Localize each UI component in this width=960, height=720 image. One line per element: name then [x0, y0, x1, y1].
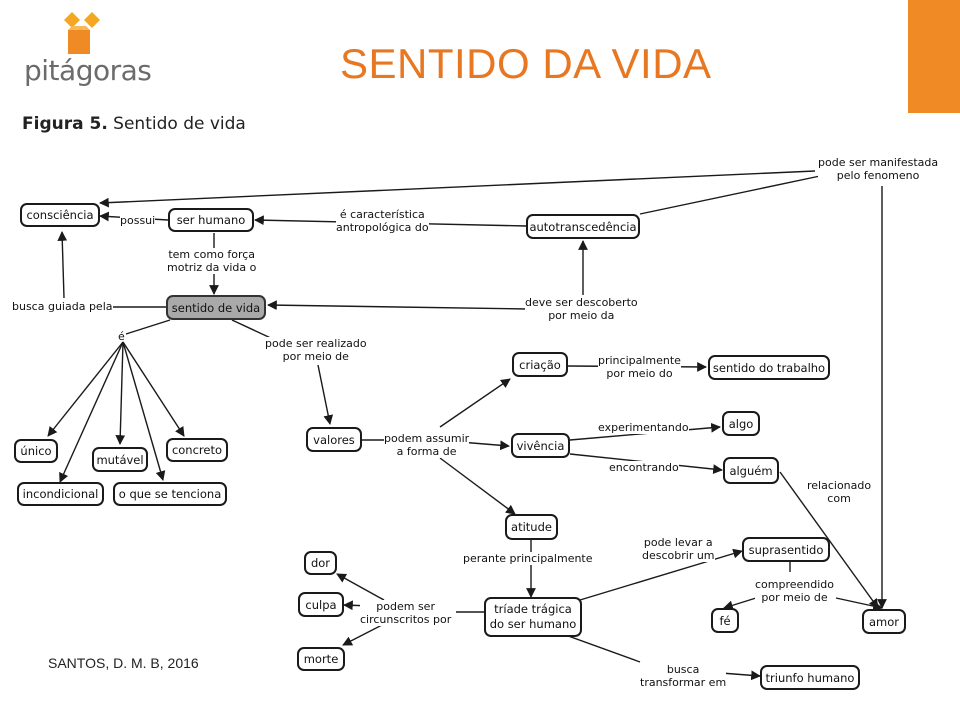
edge-realizado-valores	[317, 364, 334, 425]
node-morte: morte	[297, 647, 345, 671]
edge-triade-busca	[559, 632, 641, 663]
node-culpa: culpa	[298, 592, 344, 617]
node-suprasentido: suprasentido	[742, 537, 830, 562]
link-pode-ser-realizado: pode ser realizado por meio de	[265, 337, 367, 363]
link-caracteristica: é característica antropológica do	[336, 208, 429, 234]
node-incondicional: incondicional	[17, 482, 104, 506]
edge-compreendido-fe	[723, 597, 757, 611]
node-unico: único	[14, 439, 58, 463]
edge-e-mutavel	[115, 341, 126, 445]
link-busca-transformar: busca transformar em	[640, 663, 727, 689]
node-dor: dor	[304, 551, 337, 575]
node-alguem: alguém	[723, 457, 779, 484]
node-o-que-se-tenciona: o que se tenciona	[113, 482, 227, 506]
node-triade-tragica: tríade trágica do ser humano	[484, 597, 582, 637]
node-ser-humano: ser humano	[168, 208, 254, 232]
node-algo: algo	[722, 411, 760, 436]
edge-sentido-realizado	[231, 319, 276, 341]
node-atitude: atitude	[505, 514, 558, 540]
edge-e-unico	[47, 341, 124, 437]
link-relacionado-com: relacionado com	[807, 479, 872, 505]
accent-bar	[908, 0, 960, 113]
logo-wordmark: pitágoras	[24, 54, 152, 87]
edge-e-tenciona	[122, 341, 166, 481]
node-sentido-de-vida: sentido de vida	[166, 295, 266, 320]
node-sentido-do-trabalho: sentido do trabalho	[708, 355, 830, 380]
figure-caption: Figura 5. Sentido de vida	[22, 114, 246, 134]
edge-circ-dor	[336, 573, 385, 601]
edge-e-concreto	[122, 341, 185, 437]
edge-manifestada-consciencia	[99, 170, 816, 208]
link-possui: possui	[120, 214, 156, 227]
node-valores: valores	[306, 427, 362, 452]
link-tem-como-forca: tem como força motriz da vida o	[167, 248, 257, 274]
node-concreto: concreto	[166, 438, 228, 462]
link-busca-guiada: busca guiada pela	[12, 300, 113, 313]
edge-circ-morte	[342, 623, 385, 646]
edge-triade-supra	[579, 548, 743, 601]
node-vivencia: vivência	[511, 433, 570, 458]
edge-e-incondicional	[59, 341, 124, 483]
edge-compreendido-amor	[835, 597, 883, 611]
figure-title: Sentido de vida	[107, 114, 246, 134]
logo-mark-icon	[64, 12, 100, 54]
link-encontrando: encontrando	[609, 461, 679, 474]
edge-sentido-e	[125, 319, 171, 335]
node-fe: fé	[711, 608, 739, 633]
edge-descoberto-sentido	[267, 300, 529, 311]
figure-number: Figura 5.	[22, 114, 108, 134]
link-podem-ser-circunscritos: podem ser circunscritos por	[360, 600, 452, 626]
link-podem-assumir: podem assumir a forma de	[384, 432, 470, 458]
node-triunfo-humano: triunfo humano	[760, 665, 860, 690]
link-principalmente: principalmente por meio do	[598, 354, 681, 380]
pitagoras-logo: pitágoras	[24, 8, 154, 90]
link-deve-ser-descoberto: deve ser descoberto por meio da	[525, 296, 638, 322]
link-e: é	[118, 330, 125, 343]
source-citation: SANTOS, D. M. B, 2016	[48, 655, 199, 671]
edge-busca-consciencia	[57, 231, 68, 299]
link-experimentando: experimentando	[598, 421, 689, 434]
edge-assumir-atitude	[439, 457, 516, 515]
edge-autotrans-manifestada	[639, 175, 821, 215]
node-criacao: criação	[512, 352, 568, 377]
link-perante: perante principalmente	[463, 552, 593, 565]
node-mutavel: mutável	[92, 447, 148, 472]
page-title: SENTIDO DA VIDA	[340, 40, 712, 87]
node-consciencia: consciência	[20, 203, 100, 227]
node-amor: amor	[862, 609, 906, 634]
link-compreendido: compreendido por meio de	[755, 578, 835, 604]
edge-assumir-criacao	[439, 378, 511, 428]
link-pode-ser-manifestada: pode ser manifestada pelo fenomeno	[818, 156, 939, 182]
link-pode-levar: pode levar a descobrir um	[642, 536, 715, 562]
node-autotranscendencia: autotranscedência	[526, 214, 640, 239]
